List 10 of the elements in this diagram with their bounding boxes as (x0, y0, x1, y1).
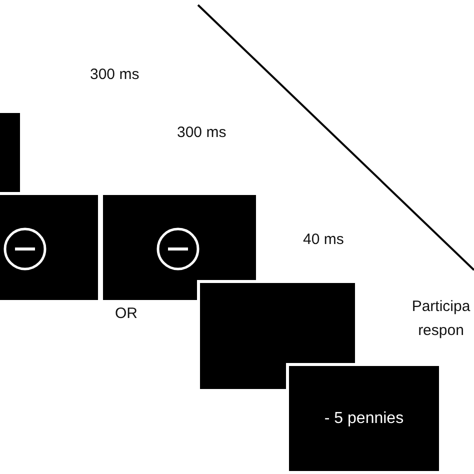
screen-panel (0, 110, 23, 195)
feedback-text: - 5 pennies (324, 410, 404, 428)
alternative-label: OR (115, 305, 138, 322)
screen-panel (286, 363, 442, 474)
screen-panel (100, 192, 259, 303)
screen-panel (0, 192, 101, 303)
event-label: Participa respon (410, 297, 472, 341)
duration-label: 300 ms (177, 124, 226, 141)
duration-label: 40 ms (303, 231, 344, 248)
duration-label: 300 ms (90, 66, 140, 83)
